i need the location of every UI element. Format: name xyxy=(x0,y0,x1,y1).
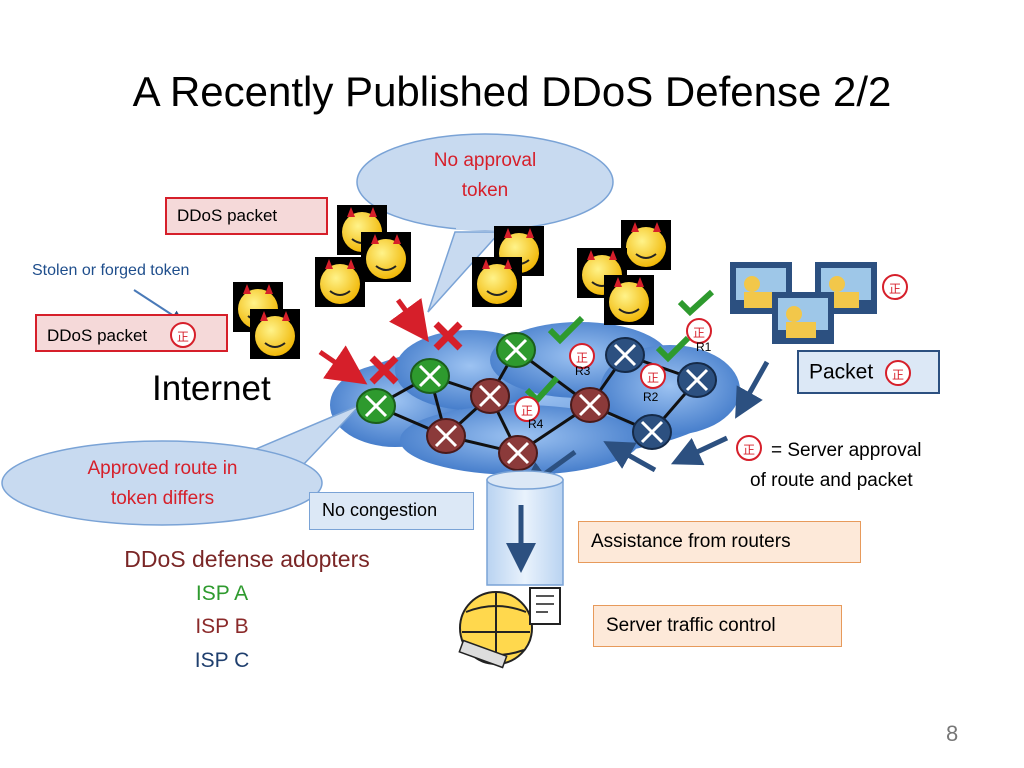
ddos-packet-box-1: DDoS packet xyxy=(165,197,328,235)
ddos-packet-box-2: DDoS packet 正 xyxy=(35,314,228,352)
token-icon: 正 xyxy=(885,360,912,386)
check-icon xyxy=(547,315,585,345)
callout-line: token xyxy=(461,180,509,202)
no-approval-callout-text: No approval token xyxy=(395,146,575,207)
traffic-arrow xyxy=(603,441,657,473)
router-isp-a-3 xyxy=(496,332,536,368)
router-isp-b-1 xyxy=(426,418,466,454)
router-isp-b-3 xyxy=(498,435,538,471)
attack-arrow xyxy=(389,298,429,343)
ddos-packet-label: DDoS packet xyxy=(177,206,278,225)
no-congestion-label: No congestion xyxy=(322,500,438,520)
server-approval-label: = Server approval xyxy=(771,440,922,461)
router-label-r2: R2 xyxy=(643,390,659,404)
callout-line: token differs xyxy=(110,488,215,510)
token-icon: 正 xyxy=(640,363,666,389)
token-icon: 正 xyxy=(169,322,196,348)
check-icon xyxy=(655,335,691,363)
router-isp-b-4 xyxy=(570,387,610,423)
packet-box: Packet 正 xyxy=(797,350,940,394)
internet-label: Internet xyxy=(152,369,271,408)
ddos-packet-label: DDoS packet xyxy=(47,326,148,345)
no-approval-callout xyxy=(356,133,614,313)
router-label-r3: R3 xyxy=(575,364,591,378)
router-isp-c-3 xyxy=(632,414,672,450)
slide-title: A Recently Published DDoS Defense 2/2 xyxy=(132,68,892,115)
router-isp-a-1 xyxy=(356,388,396,424)
router-isp-a-2 xyxy=(410,358,450,394)
adopters-heading: DDoS defense adopters xyxy=(124,546,370,572)
callout-line: Approved route in xyxy=(87,458,238,479)
stolen-token-label: Stolen or forged token xyxy=(32,262,190,279)
server-icon xyxy=(458,587,561,669)
callout-line: No approval xyxy=(433,150,537,171)
isp-a-label: ISP A xyxy=(195,582,249,605)
token-icon: 正 xyxy=(514,396,540,422)
legitimate-user-icons xyxy=(730,262,877,344)
blocked-x-icon xyxy=(433,321,463,351)
approved-route-callout-text: Approved route in token differs xyxy=(40,454,285,515)
approved-route-callout xyxy=(1,404,361,526)
blocked-x-icon xyxy=(369,355,399,385)
token-icon: 正 xyxy=(686,318,712,344)
router-label-r1: R1 xyxy=(696,340,712,354)
packet-label: Packet xyxy=(809,360,874,384)
no-congestion-box: No congestion xyxy=(309,492,474,530)
router-isp-b-2 xyxy=(470,378,510,414)
isp-c-label: ISP C xyxy=(194,649,250,672)
server-pipe xyxy=(486,470,564,586)
assistance-label: Assistance from routers xyxy=(591,531,791,552)
page-number: 8 xyxy=(946,721,959,746)
server-traffic-label: Server traffic control xyxy=(606,615,776,636)
attack-arrow xyxy=(318,345,368,385)
server-approval-label-2: of route and packet xyxy=(750,470,913,491)
token-icon: 正 xyxy=(736,435,762,461)
router-label-r4: R4 xyxy=(528,417,544,431)
attacker-devil-icons xyxy=(233,205,671,359)
assistance-box: Assistance from routers xyxy=(578,521,861,563)
router-isp-c-2 xyxy=(677,362,717,398)
token-icon: 正 xyxy=(882,274,908,300)
traffic-arrow xyxy=(670,435,729,466)
router-isp-c-1 xyxy=(605,337,645,373)
isp-b-label: ISP B xyxy=(195,615,249,638)
check-icon xyxy=(677,289,715,317)
traffic-arrow xyxy=(735,360,770,419)
token-icon: 正 xyxy=(569,343,595,369)
server-traffic-box: Server traffic control xyxy=(593,605,842,647)
